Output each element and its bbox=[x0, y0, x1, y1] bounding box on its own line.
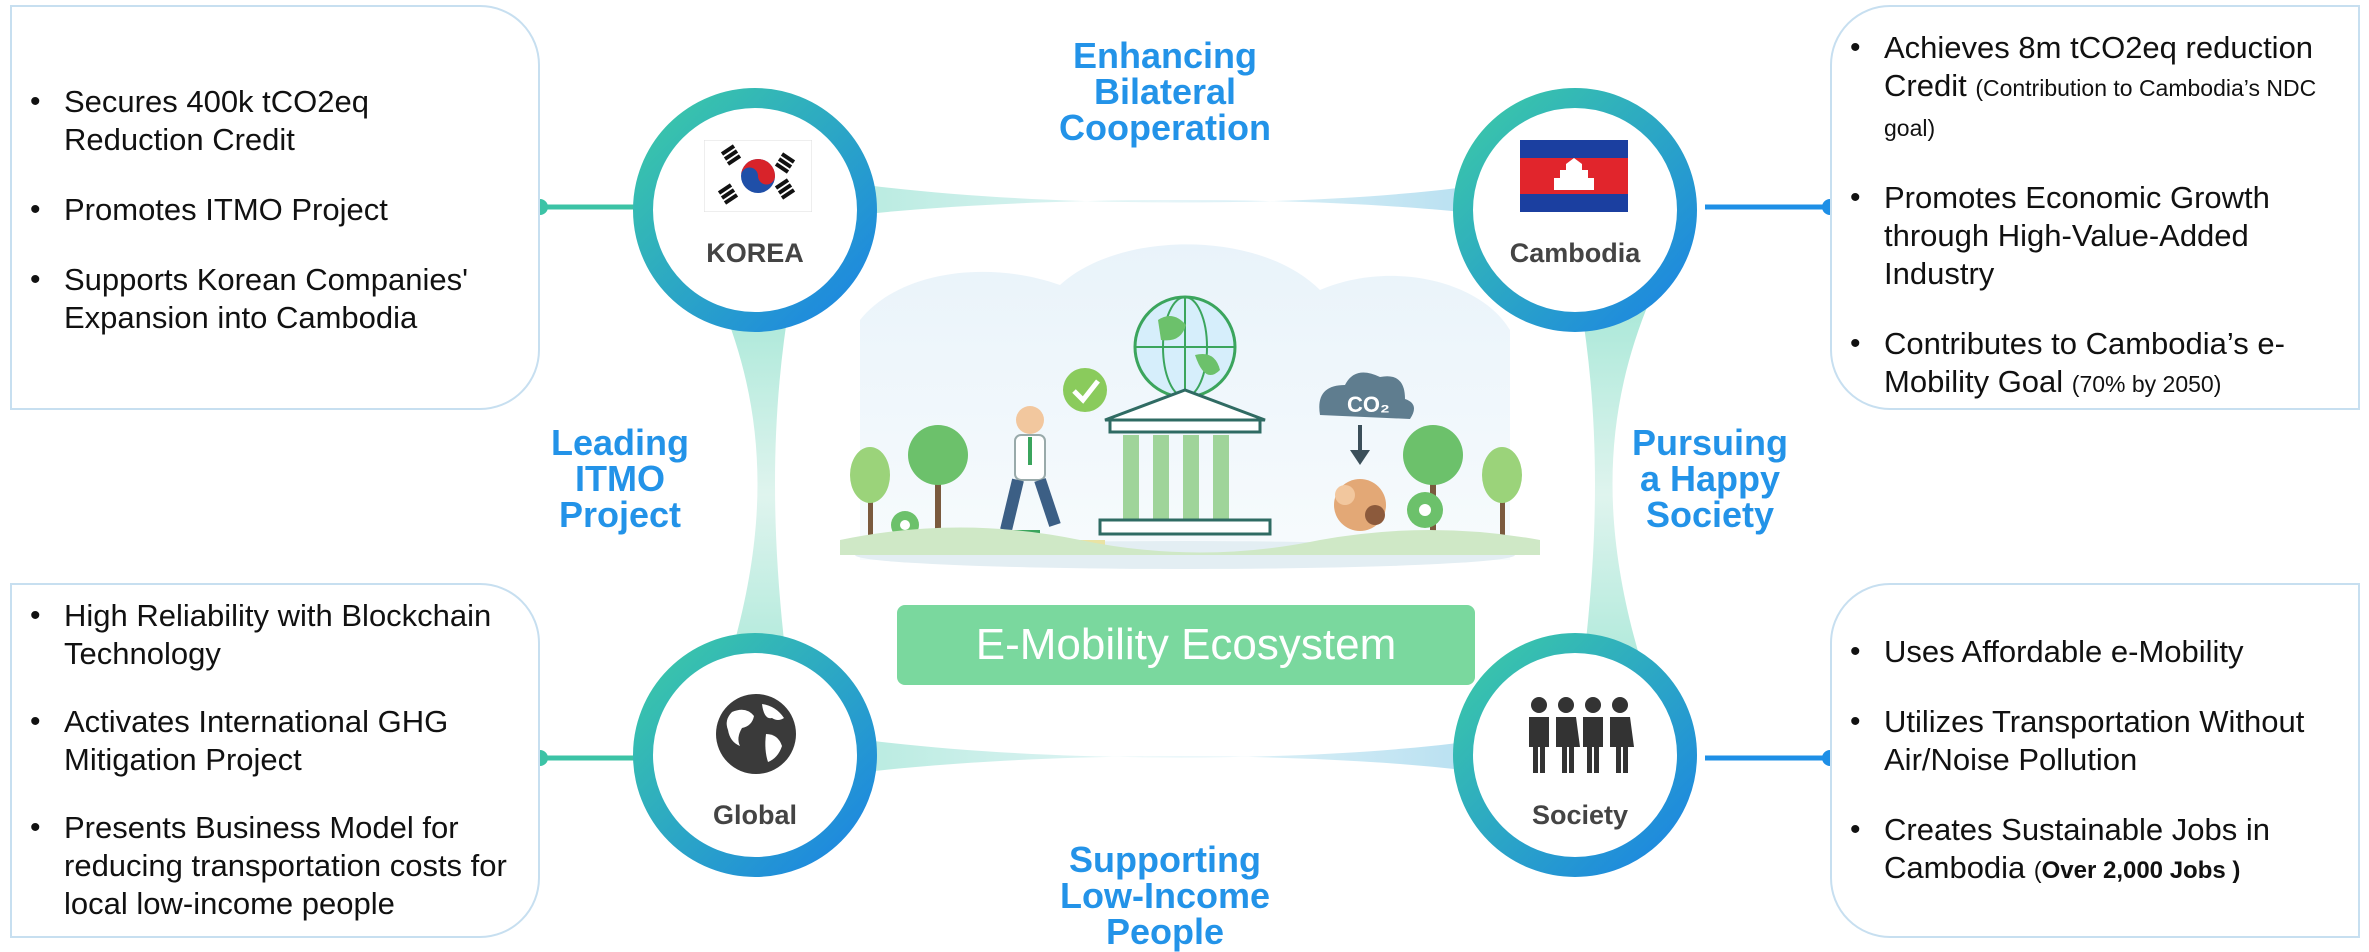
list-item: Achieves 8m tCO2eq reduction Credit (Con… bbox=[1832, 29, 2354, 147]
panel-korea: Secures 400k tCO2eq Reduction Credit Pro… bbox=[10, 5, 540, 410]
panel-global: High Reliability with Blockchain Technol… bbox=[10, 583, 540, 938]
korea-flag-icon bbox=[704, 140, 812, 212]
co2-label: CO₂ bbox=[1347, 392, 1390, 417]
panel-society: Uses Affordable e-Mobility Utilizes Tran… bbox=[1830, 583, 2360, 938]
cambodia-label: Cambodia bbox=[1509, 238, 1641, 268]
global-label: Global bbox=[712, 800, 797, 830]
korea-label: KOREA bbox=[706, 238, 804, 268]
society-label: Society bbox=[1531, 800, 1629, 830]
globe-icon bbox=[716, 694, 796, 774]
bank-icon bbox=[1098, 388, 1272, 536]
cambodia-flag-icon bbox=[1520, 140, 1628, 212]
society-circle bbox=[1453, 633, 1697, 877]
ecosystem-illustration: CO₂ bbox=[840, 295, 1540, 555]
list-item: Supports Korean Companies' Expansion int… bbox=[12, 261, 504, 337]
co2-cloud-icon: CO₂ bbox=[1319, 372, 1414, 465]
globe-illustration-icon bbox=[1133, 295, 1237, 399]
people-icon bbox=[1529, 697, 1634, 773]
list-item: Contributes to Cambodia’s e-Mobility Goa… bbox=[1832, 325, 2304, 403]
list-item: Promotes ITMO Project bbox=[12, 191, 538, 229]
list-item: High Reliability with Blockchain Technol… bbox=[12, 597, 514, 673]
list-item: Promotes Economic Growth through High-Va… bbox=[1832, 179, 2304, 293]
list-item: Utilizes Transportation Without Air/Nois… bbox=[1832, 703, 2344, 779]
list-item: Activates International GHG Mitigation P… bbox=[12, 703, 514, 779]
list-item: Presents Business Model for reducing tra… bbox=[12, 809, 524, 923]
check-icon bbox=[1063, 368, 1107, 412]
list-item: Creates Sustainable Jobs in Cambodia (Ov… bbox=[1832, 811, 2304, 890]
list-item: Uses Affordable e-Mobility bbox=[1832, 633, 2358, 671]
list-item: Secures 400k tCO2eq Reduction Credit bbox=[12, 83, 504, 159]
panel-cambodia: Achieves 8m tCO2eq reduction Credit (Con… bbox=[1830, 5, 2360, 410]
ecosystem-label: E-Mobility Ecosystem bbox=[897, 605, 1475, 685]
